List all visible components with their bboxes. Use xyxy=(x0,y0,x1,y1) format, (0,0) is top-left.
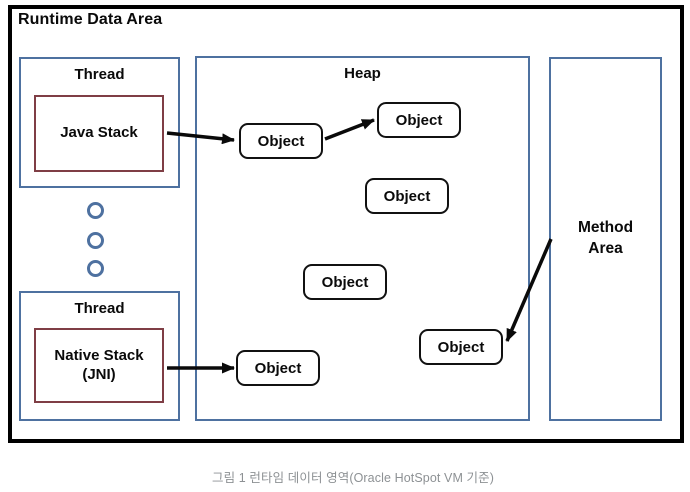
thread-top-label: Thread xyxy=(74,66,125,83)
object-label: Object xyxy=(321,273,369,291)
object-node: Object xyxy=(377,102,461,138)
object-node: Object xyxy=(419,329,503,365)
heap-label: Heap xyxy=(344,65,381,82)
figure-caption: 그림 1 런타임 데이터 영역(Oracle HotSpot VM 기준) xyxy=(211,471,495,485)
object-label: Object xyxy=(257,132,305,150)
native-stack-label: Native Stack (JNI) xyxy=(54,346,144,383)
thread-box-bottom: Thread Native Stack (JNI) xyxy=(19,291,180,421)
java-stack-box: Java Stack xyxy=(34,95,164,172)
java-stack-label: Java Stack xyxy=(60,124,138,142)
thread-box-top: Thread Java Stack xyxy=(19,57,180,188)
object-label: Object xyxy=(383,187,431,205)
object-label: Object xyxy=(437,338,485,356)
ellipsis-dot xyxy=(87,202,104,219)
ellipsis-dot xyxy=(87,232,104,249)
diagram-title: Runtime Data Area xyxy=(18,11,163,28)
method-area-box: Method Area xyxy=(549,57,662,421)
native-stack-box: Native Stack (JNI) xyxy=(34,328,164,403)
ellipsis-dot xyxy=(87,260,104,277)
method-area-label: Method Area xyxy=(577,219,634,257)
object-node: Object xyxy=(236,350,320,386)
object-node: Object xyxy=(239,123,323,159)
thread-bottom-label: Thread xyxy=(74,300,125,317)
object-label: Object xyxy=(254,359,302,377)
object-node: Object xyxy=(365,178,449,214)
object-node: Object xyxy=(303,264,387,300)
object-label: Object xyxy=(395,111,443,129)
